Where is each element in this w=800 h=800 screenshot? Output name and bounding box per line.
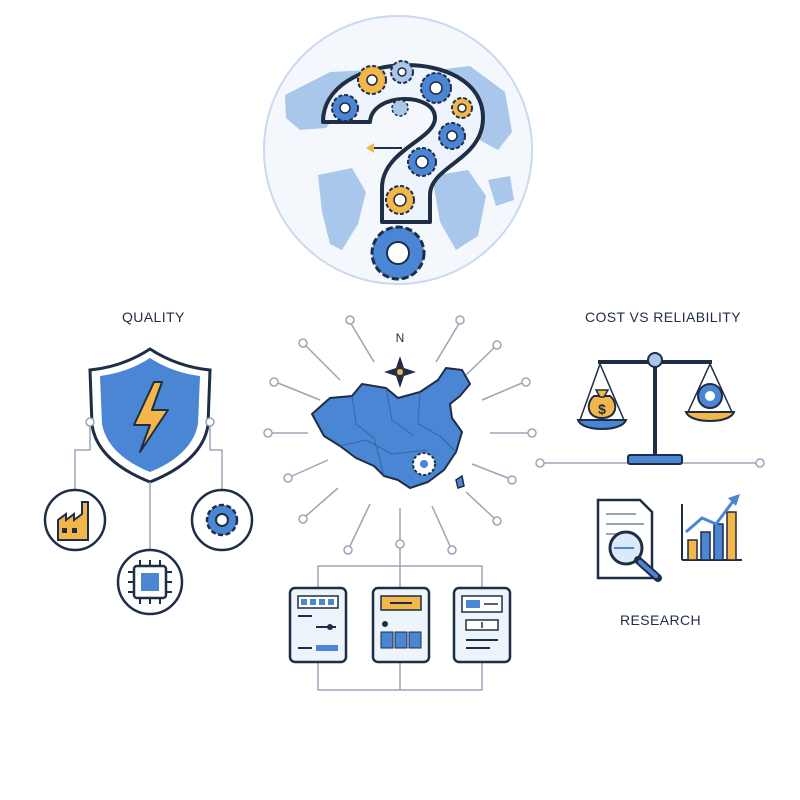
cost-reliability-section: $: [535, 352, 765, 582]
gear-icon: [438, 122, 466, 150]
gear-icon: [370, 225, 426, 281]
control-panel-icon: [452, 586, 512, 664]
gear-icon: [385, 185, 415, 215]
panel-connectors: [317, 548, 483, 691]
quality-label: QUALITY: [122, 309, 185, 325]
question-mark-gears-icon: [321, 60, 485, 281]
money-bag-icon: $: [587, 389, 617, 420]
compass-rose-icon: N: [384, 331, 416, 388]
panel-section: [288, 548, 512, 691]
gear-icon: [420, 72, 452, 104]
gear-icon: [391, 99, 409, 117]
gear-icon: [190, 488, 254, 552]
shield-lightning-icon: [88, 347, 212, 484]
quality-section: [43, 347, 254, 616]
growth-bar-chart-icon: [681, 494, 742, 561]
research-label: RESEARCH: [620, 612, 701, 628]
gear-icon: [357, 65, 387, 95]
map-rays: [263, 315, 537, 555]
cost-vs-reliability-label: COST VS RELIABILITY: [585, 309, 741, 325]
china-map-icon: [311, 367, 471, 489]
gear-icon: [451, 97, 473, 119]
currency-symbol: $: [598, 401, 606, 417]
balance-scale-icon: $: [535, 352, 765, 468]
map-section: N: [263, 315, 537, 555]
compass-north-label: N: [396, 331, 405, 345]
gear-icon: [331, 94, 359, 122]
control-panel-icon: [371, 586, 431, 664]
control-panel-icon: [288, 586, 348, 664]
document-magnifier-icon: [596, 498, 662, 582]
microchip-icon: [116, 548, 184, 616]
gear-icon: [390, 60, 414, 84]
factory-icon: [43, 488, 107, 552]
quality-connectors: [74, 417, 223, 550]
gear-icon: [407, 147, 437, 177]
gear-icon: [412, 452, 436, 476]
